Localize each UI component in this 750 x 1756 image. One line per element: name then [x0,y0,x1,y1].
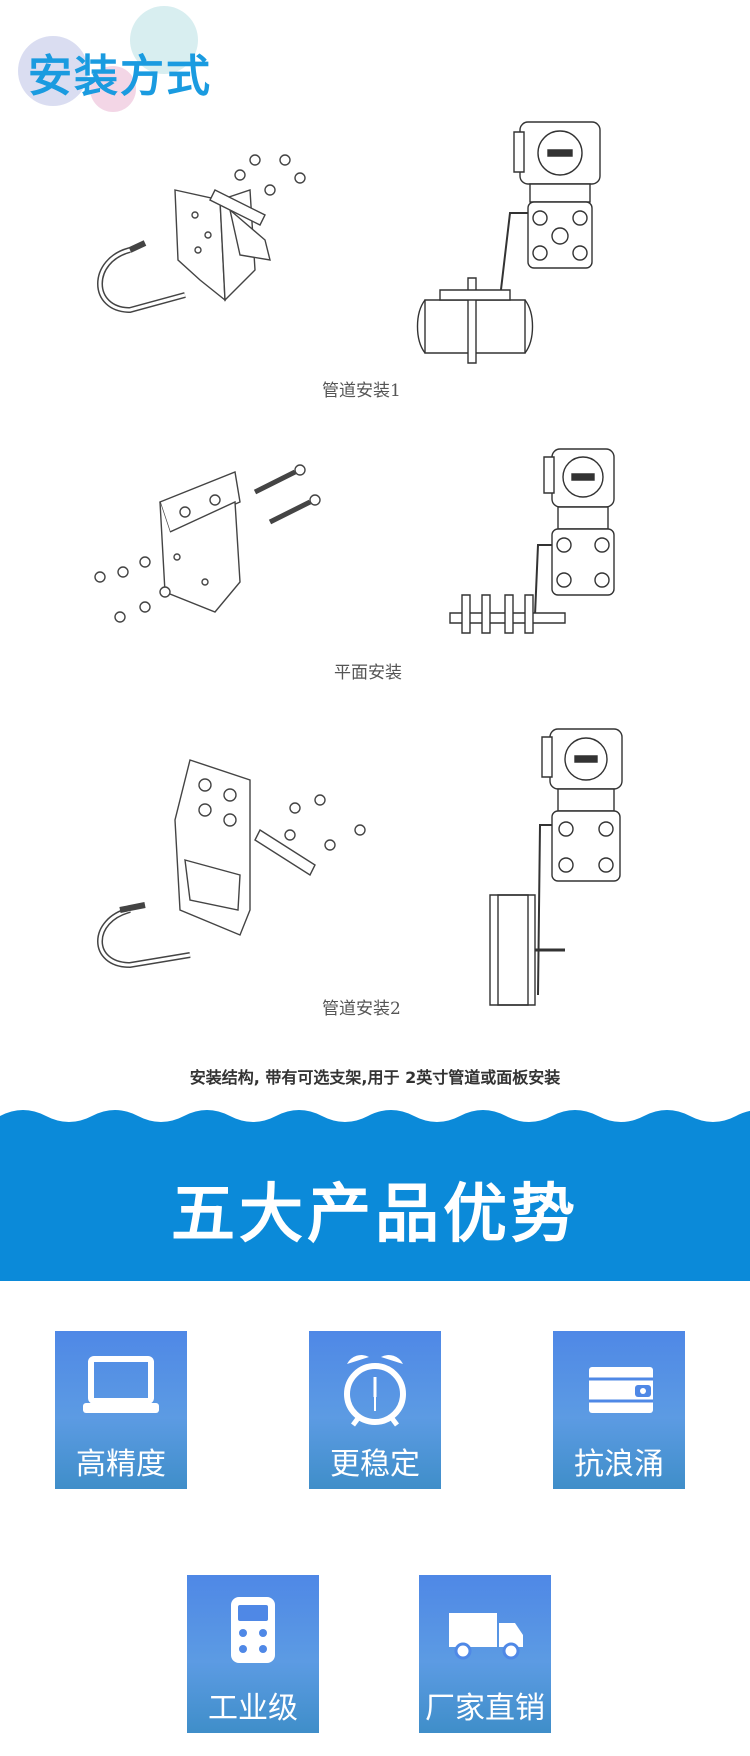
wallet-icon [589,1367,653,1413]
feature-label: 厂家直销 [425,1691,545,1726]
transmitter-pipe-drawing [420,118,620,363]
decor-bubble [18,36,88,106]
advantages-title: 五大产品优势 [171,1178,579,1252]
decor-bubble [90,66,136,112]
caption-flat-mount: 平面安装 [334,663,402,683]
advantages-banner [0,1110,750,1281]
feature-card-industrial: 工业级 [187,1575,319,1733]
feature-label: 高精度 [76,1447,166,1482]
pipe-bracket-drawing [90,160,350,320]
pipe-bracket-2-drawing [90,760,380,970]
decor-bubble [130,6,198,74]
delivery-truck-icon [449,1613,523,1660]
section-title: 安装方式 [28,51,212,102]
feature-card-surge: 抗浪涌 [553,1331,685,1489]
alarm-clock-icon [344,1355,406,1427]
feature-label: 更稳定 [330,1447,420,1482]
transmitter-pipe-2-drawing [480,725,630,1010]
flat-bracket-drawing [95,462,335,632]
caption-pipe-mount-1: 管道安装1 [322,381,401,401]
transmitter-flat-drawing [440,445,620,645]
install-summary: 安装结构, 带有可选支架,用于 2英寸管道或面板安装 [189,1068,561,1087]
feature-label: 抗浪涌 [574,1447,664,1482]
laptop-icon [83,1356,159,1413]
feature-label: 工业级 [208,1691,298,1726]
caption-pipe-mount-2: 管道安装2 [322,999,401,1019]
feature-card-direct-sale: 厂家直销 [419,1575,551,1733]
feature-card-stability: 更稳定 [309,1331,441,1489]
calculator-icon [231,1597,275,1663]
feature-card-precision: 高精度 [55,1331,187,1489]
